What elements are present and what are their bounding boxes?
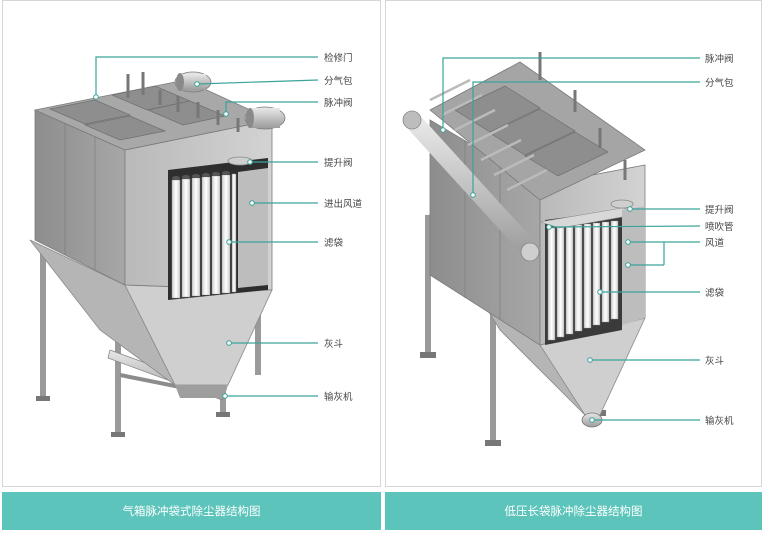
label-in-out-duct: 进出风道 <box>324 198 363 210</box>
label-ash-conveyor: 输灰机 <box>324 391 353 403</box>
label-ash-hopper: 灰斗 <box>705 355 724 367</box>
right-leader-lines <box>440 57 701 423</box>
label-lift-valve: 提升阀 <box>705 204 734 216</box>
right-caption: 低压长袋脉冲除尘器结构图 <box>385 492 762 530</box>
label-lift-valve: 提升阀 <box>324 157 353 169</box>
label-filter-bag: 滤袋 <box>324 237 344 249</box>
left-leader-lines <box>93 56 319 399</box>
left-dust-collector-illustration <box>29 71 286 437</box>
right-dust-collector-illustration <box>402 52 646 446</box>
left-caption: 气箱脉冲袋式除尘器结构图 <box>2 492 381 530</box>
label-blow-pipe: 喷吹管 <box>705 221 734 233</box>
label-air-bag: 分气包 <box>324 75 353 87</box>
left-labels: 检修门 分气包 脉冲阀 提升阀 进出风道 滤袋 灰斗 输灰机 <box>324 52 363 403</box>
label-duct: 风道 <box>705 237 725 249</box>
label-pulse-valve: 脉冲阀 <box>705 53 734 65</box>
label-ash-conveyor: 输灰机 <box>705 415 734 427</box>
label-ash-hopper: 灰斗 <box>324 338 343 350</box>
label-pulse-valve: 脉冲阀 <box>324 97 353 109</box>
label-air-bag: 分气包 <box>705 77 734 89</box>
label-inspection-door: 检修门 <box>324 52 353 64</box>
label-filter-bag: 滤袋 <box>705 287 725 299</box>
right-labels: 脉冲阀 分气包 提升阀 喷吹管 风道 滤袋 灰斗 输灰机 <box>705 53 734 427</box>
